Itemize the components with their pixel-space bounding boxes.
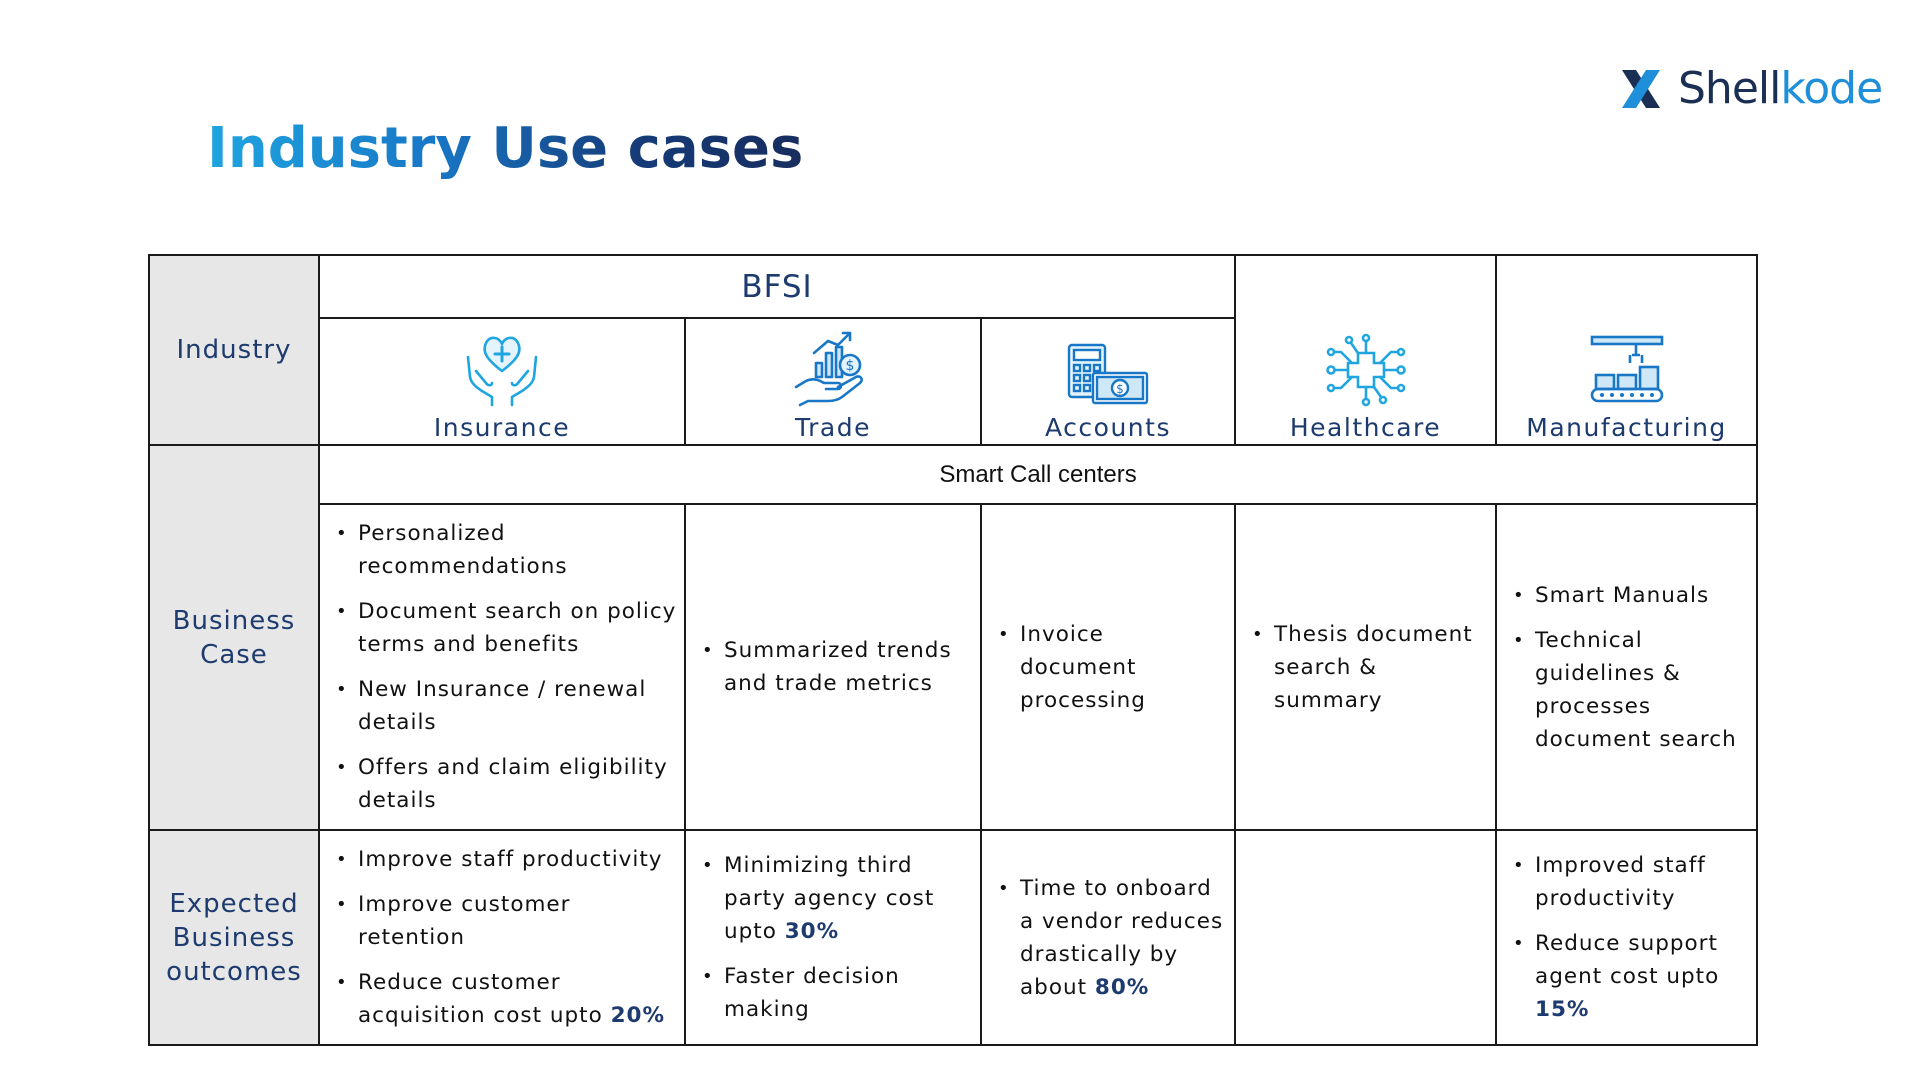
list-item: Personalized recommendations [334, 517, 678, 583]
list-item: Offers and claim eligibility details [334, 751, 678, 817]
business-case-manufacturing: Smart Manuals Technical guidelines & pro… [1495, 503, 1759, 831]
industry-manufacturing: Manufacturing [1495, 254, 1759, 446]
list-item: Smart Manuals [1511, 579, 1750, 612]
list-item: Reduce customer acquisition cost upto 20… [334, 966, 678, 1032]
outcomes-trade: Minimizing third party agency cost upto … [684, 829, 982, 1046]
smart-call-centers: Smart Call centers [317, 444, 1759, 505]
list-item: Improve customer retention [334, 888, 678, 954]
highlight-value: 15% [1535, 997, 1590, 1022]
bfsi-header: BFSI [317, 254, 1237, 319]
business-case-accounts: Invoice document processing [979, 503, 1237, 831]
industry-label: Healthcare [1289, 413, 1442, 442]
business-case-trade: Summarized trends and trade metrics [684, 503, 982, 831]
x-logo-icon [1622, 70, 1660, 108]
outcomes-healthcare [1234, 829, 1498, 1046]
hands-heart-icon [466, 336, 538, 407]
industry-trade: $ Trade [684, 317, 982, 446]
outcomes-accounts: Time to onboard a vendor reduces drastic… [979, 829, 1237, 1046]
row-header-business-case: Business Case [148, 444, 320, 831]
svg-text:$: $ [846, 358, 855, 374]
table-row: Expected Business outcomes Improve staff… [148, 829, 1759, 1046]
industry-label: Manufacturing [1526, 413, 1727, 442]
table-row: Personalized recommendations Document se… [149, 503, 1759, 831]
highlight-value: 20% [610, 1003, 666, 1028]
list-item: Invoice document processing [996, 618, 1228, 717]
list-item: Thesis document search & summary [1250, 618, 1489, 717]
row-header-outcomes: Expected Business outcomes [148, 829, 320, 1046]
table-row: Insurance $ Trade [149, 317, 1757, 446]
list-item: Document search on policy terms and bene… [334, 595, 678, 661]
page-title: Industry Use cases [207, 112, 803, 186]
calculator-money-icon: $ [1067, 343, 1149, 405]
table-row: Business Case Smart Call centers [148, 444, 1759, 831]
list-item: New Insurance / renewal details [334, 673, 678, 739]
outcomes-manufacturing: Improved staff productivity Reduce suppo… [1495, 829, 1759, 1046]
highlight-value: 80% [1094, 974, 1150, 1000]
list-item: Minimizing third party agency cost upto … [700, 849, 974, 948]
industry-accounts: $ Accounts [979, 317, 1237, 446]
row-header-industry: Industry [148, 254, 320, 446]
medical-circuit-icon [1325, 333, 1406, 407]
use-cases-table: Industry BFSI Healthcare [148, 254, 1759, 1046]
shellkode-logo: Shellkode [1618, 63, 1883, 114]
outcomes-insurance: Improve staff productivity Improve custo… [318, 829, 686, 1046]
list-item: Reduce support agent cost upto 15% [1511, 927, 1750, 1026]
list-item: Summarized trends and trade metrics [700, 634, 974, 700]
highlight-value: 30% [784, 919, 840, 944]
industry-label: Accounts [1045, 413, 1171, 442]
conveyor-robot-icon [1590, 335, 1663, 403]
table-row: Industry BFSI Healthcare [148, 254, 1759, 446]
list-item: Technical guidelines & processes documen… [1511, 624, 1750, 756]
list-item: Faster decision making [700, 960, 974, 1026]
industry-label: Trade [795, 413, 871, 442]
list-item: Improved staff productivity [1511, 849, 1750, 915]
list-item: Time to onboard a vendor reduces drastic… [996, 872, 1228, 1004]
industry-insurance: Insurance [318, 317, 686, 446]
business-case-insurance: Personalized recommendations Document se… [318, 503, 686, 831]
industry-label: Insurance [433, 413, 571, 442]
hand-growth-chart-icon: $ [794, 331, 863, 407]
svg-text:$: $ [1116, 382, 1124, 396]
brand-name: Shellkode [1678, 63, 1883, 114]
list-item: Improve staff productivity [334, 843, 678, 876]
industry-healthcare: Healthcare [1234, 254, 1498, 446]
business-case-healthcare: Thesis document search & summary [1234, 503, 1498, 831]
